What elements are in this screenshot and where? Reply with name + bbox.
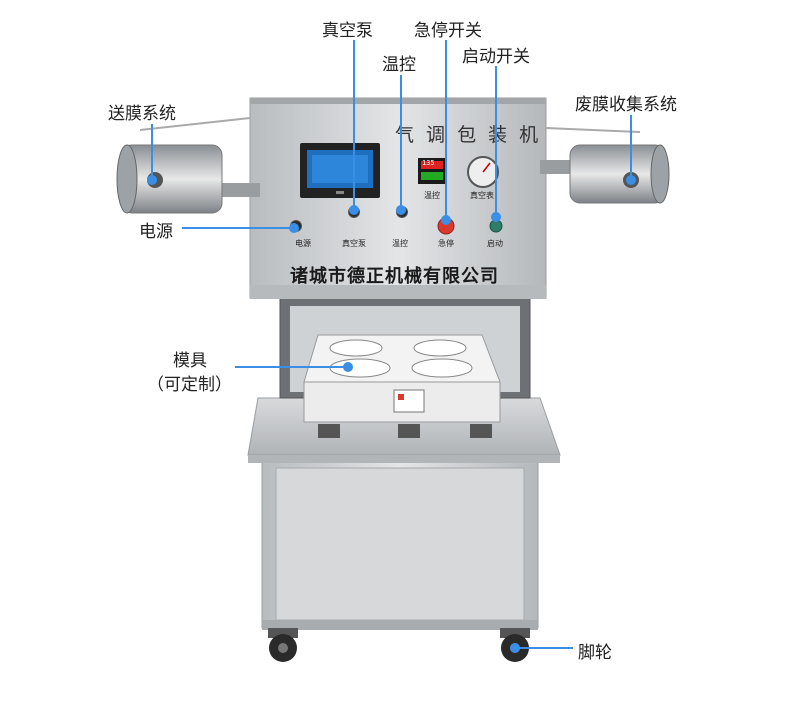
callout-temp-control: 温控: [382, 55, 416, 75]
panel-label-stop: 急停: [438, 239, 454, 248]
panel-label-vacuum: 真空泵: [342, 239, 366, 248]
touch-screen: [300, 143, 380, 198]
leader-dot-mold: [343, 362, 353, 372]
callout-emergency-stop: 急停开关: [414, 21, 482, 41]
leader-emergency-stop: [445, 40, 447, 220]
leader-film-feed: [151, 124, 153, 180]
callout-mold: 模具: [173, 351, 207, 371]
gauge-label: 真空表: [470, 191, 494, 200]
leader-dot-caster: [510, 643, 520, 653]
leader-mold: [235, 366, 347, 368]
leader-dot-vacuum-pump: [349, 205, 359, 215]
temp-readout: 135: [422, 159, 435, 167]
callout-caster: 脚轮: [578, 643, 612, 663]
panel-label-start: 启动: [487, 239, 503, 248]
temp-controller-label: 温控: [424, 191, 440, 200]
callout-waste-film: 废膜收集系统: [575, 95, 677, 115]
leader-vacuum-pump: [353, 40, 355, 210]
company-name: 诸城市德正机械有限公司: [290, 266, 499, 287]
cabinet-door: [275, 467, 525, 621]
leader-dot-power: [289, 223, 299, 233]
mold-tray: [303, 334, 501, 438]
caster-left: [268, 628, 298, 662]
waste-film-roll: [540, 127, 670, 204]
film-feed-roll: [116, 117, 260, 214]
callout-power: 电源: [139, 222, 173, 242]
callout-mold-note: （可定制）: [147, 375, 232, 395]
leader-dot-temp-control: [396, 205, 406, 215]
leader-caster: [515, 647, 573, 649]
panel-label-temp: 温控: [392, 239, 408, 248]
leader-dot-emergency-stop: [441, 215, 451, 225]
leader-power: [182, 227, 292, 229]
machine-title-plate: 气 调 包 装 机: [395, 124, 542, 146]
leader-dot-start-switch: [491, 212, 501, 222]
callout-vacuum-pump: 真空泵: [322, 21, 373, 41]
leader-waste-film: [630, 115, 632, 180]
temp-controller: [418, 158, 446, 184]
panel-label-power: 电源: [295, 239, 311, 248]
leader-dot-film-feed: [147, 175, 157, 185]
vacuum-gauge: [467, 156, 499, 188]
leader-dot-waste-film: [626, 175, 636, 185]
leader-temp-control: [400, 75, 402, 210]
callout-start-switch: 启动开关: [462, 47, 530, 67]
leader-start-switch: [495, 66, 497, 216]
callout-film-feed: 送膜系统: [108, 104, 176, 124]
